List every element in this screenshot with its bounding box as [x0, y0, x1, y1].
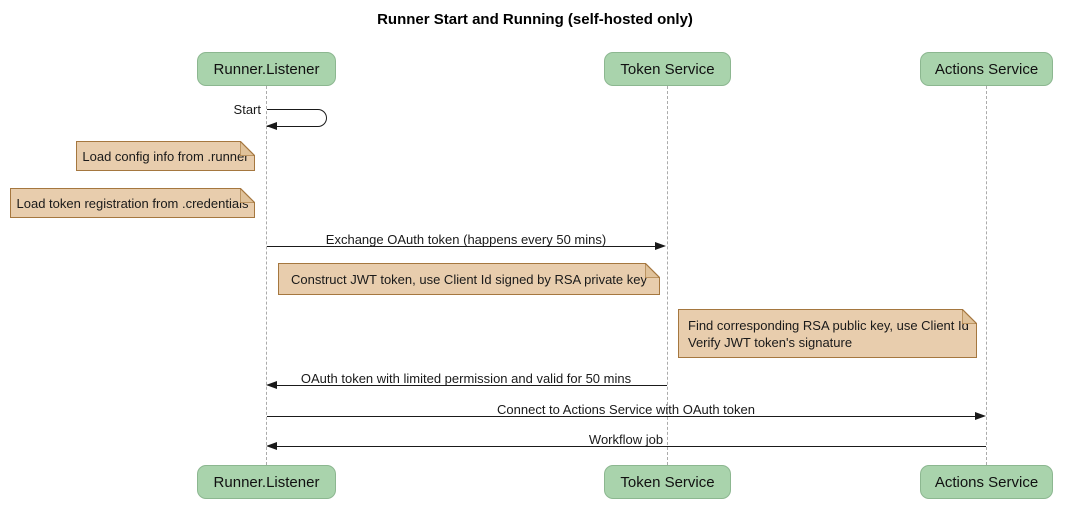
- message-label-oauth-return: OAuth token with limited permission and …: [300, 371, 632, 386]
- self-message-loop: [267, 109, 327, 127]
- note-verify-jwt: Find corresponding RSA public key, use C…: [678, 309, 977, 358]
- note-text: Verify JWT token's signature: [688, 334, 853, 350]
- note-text: Load config info from .runner: [82, 148, 249, 164]
- message-label-workflow-job: Workflow job: [588, 432, 664, 447]
- actor-actions-service-bottom: Actions Service: [920, 465, 1053, 499]
- message-label-start: Start: [233, 102, 261, 117]
- note-fold-icon: [240, 141, 255, 156]
- message-label-connect-actions: Connect to Actions Service with OAuth to…: [497, 402, 755, 417]
- arrowhead-icon: [266, 442, 277, 450]
- lifeline-actions-service: [986, 86, 987, 465]
- actor-actions-service-top: Actions Service: [920, 52, 1053, 86]
- arrowhead-icon: [266, 381, 277, 389]
- actor-token-service-bottom: Token Service: [604, 465, 731, 499]
- note-fold-icon: [962, 309, 977, 324]
- actor-runner-listener-bottom: Runner.Listener: [197, 465, 336, 499]
- note-construct-jwt: Construct JWT token, use Client Id signe…: [278, 263, 660, 295]
- diagram-title: Runner Start and Running (self-hosted on…: [377, 11, 693, 28]
- message-label-exchange-oauth: Exchange OAuth token (happens every 50 m…: [325, 232, 607, 247]
- note-text: Load token registration from .credential…: [16, 195, 249, 211]
- actor-token-service-top: Token Service: [604, 52, 731, 86]
- lifeline-token-service: [667, 86, 668, 465]
- note-fold-icon: [240, 188, 255, 203]
- arrowhead-icon: [266, 122, 277, 130]
- arrowhead-icon: [655, 242, 666, 250]
- note-text: Construct JWT token, use Client Id signe…: [291, 271, 647, 287]
- note-fold-icon: [645, 263, 660, 278]
- lifeline-runner-listener: [266, 86, 267, 465]
- message-line: [276, 385, 667, 386]
- message-line: [267, 246, 657, 247]
- note-load-config: Load config info from .runner: [76, 141, 255, 171]
- message-line: [276, 446, 986, 447]
- message-line: [267, 416, 976, 417]
- arrowhead-icon: [975, 412, 986, 420]
- actor-runner-listener-top: Runner.Listener: [197, 52, 336, 86]
- note-text: Find corresponding RSA public key, use C…: [688, 317, 969, 333]
- note-load-token-registration: Load token registration from .credential…: [10, 188, 255, 218]
